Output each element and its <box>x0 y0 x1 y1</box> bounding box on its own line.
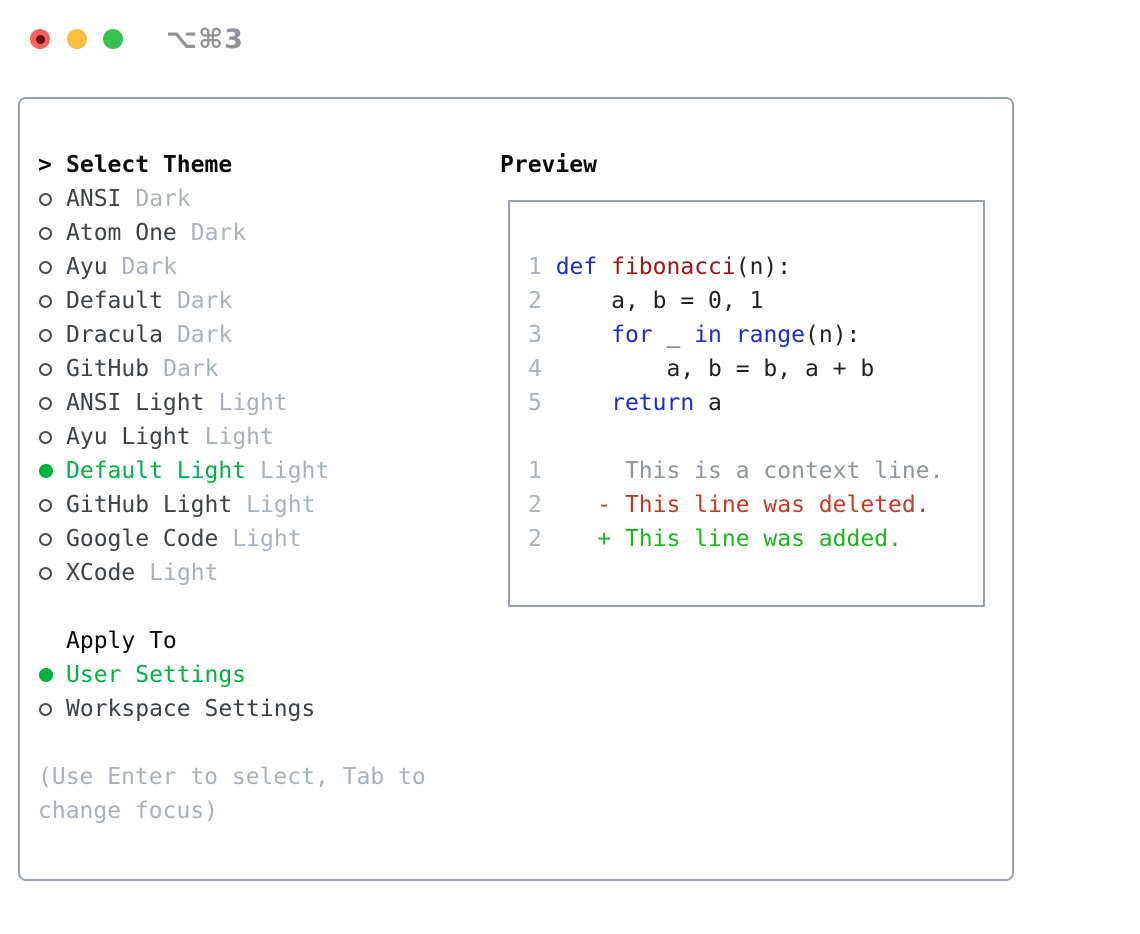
code-line: 5 return a <box>528 390 722 416</box>
option-tag: Light <box>204 424 274 450</box>
theme-option-google-code-light[interactable]: Google Code Light <box>38 522 426 556</box>
code-line: 3 for _ in range(n): <box>528 322 861 348</box>
select-theme-header: > Select Theme <box>38 148 426 182</box>
theme-option-default-light-light[interactable]: Default Light Light <box>38 454 426 488</box>
code-preview-box: 1 def fibonacci(n): 2 a, b = 0, 1 3 for _ … <box>508 200 985 607</box>
code-line: 2 + This line was added. <box>528 526 902 552</box>
radio-icon <box>39 396 52 410</box>
option-tag: Dark <box>121 254 177 280</box>
radio-icon <box>39 192 52 206</box>
code-line: 1 def fibonacci(n): <box>528 254 792 280</box>
option-tag: Light <box>149 560 219 586</box>
apply-option-user-settings[interactable]: User Settings <box>38 658 426 692</box>
preview-column: Preview 1 def fibonacci(n): 2 a, b = 0, 1… <box>500 148 985 607</box>
option-label: GitHub <box>66 356 150 382</box>
radio-icon <box>39 566 52 580</box>
option-label: GitHub Light <box>66 492 233 518</box>
minimize-button[interactable] <box>67 29 87 49</box>
option-tag: Dark <box>190 220 247 246</box>
radio-selected-icon <box>39 464 53 478</box>
preview-title: Preview <box>500 152 597 178</box>
radio-icon <box>39 532 52 546</box>
theme-option-github-dark[interactable]: GitHub Dark <box>38 352 426 386</box>
theme-option-xcode-light[interactable]: XCode Light <box>38 556 426 590</box>
keyboard-shortcut-label: ⌥⌘3 <box>166 24 244 55</box>
option-label: Google Code <box>66 526 219 552</box>
radio-icon <box>39 362 52 376</box>
code-line: 2 a, b = 0, 1 <box>528 288 764 314</box>
theme-option-atom-one-dark[interactable]: Atom One Dark <box>38 216 426 250</box>
close-button[interactable] <box>30 29 50 49</box>
focus-caret-icon: > <box>38 152 52 178</box>
theme-option-dracula-dark[interactable]: Dracula Dark <box>38 318 426 352</box>
titlebar: ⌥⌘3 <box>0 0 1140 78</box>
theme-option-default-dark[interactable]: Default Dark <box>38 284 426 318</box>
option-tag: Dark <box>176 322 233 348</box>
code-line: 4 a, b = b, a + b <box>528 356 875 382</box>
help-text-line-2: change focus) <box>38 798 219 824</box>
option-tag: Dark <box>163 356 219 382</box>
option-tag: Light <box>260 458 330 484</box>
option-label: Ayu <box>66 254 108 280</box>
radio-icon <box>39 260 52 274</box>
option-label: ANSI Light <box>66 390 205 416</box>
option-label: User Settings <box>66 662 247 688</box>
option-tag: Light <box>218 390 288 416</box>
option-label: Ayu Light <box>66 424 191 450</box>
radio-icon <box>39 430 52 444</box>
theme-option-ansi-light-light[interactable]: ANSI Light Light <box>38 386 426 420</box>
option-tag: Dark <box>135 186 191 212</box>
apply-to-title: Apply To <box>66 628 177 654</box>
option-tag: Light <box>232 526 302 552</box>
apply-to-header: Apply To <box>38 624 426 658</box>
apply-option-workspace-settings[interactable]: Workspace Settings <box>38 692 426 726</box>
option-label: Dracula <box>66 322 163 348</box>
code-line: 1 This is a context line. <box>528 458 944 484</box>
spacer <box>38 590 426 624</box>
help-text-line-1: (Use Enter to select, Tab to <box>38 764 426 790</box>
option-label: ANSI <box>66 186 122 212</box>
radio-icon <box>39 226 52 240</box>
blank-line <box>528 420 983 454</box>
zoom-button[interactable] <box>103 29 123 49</box>
radio-icon <box>39 328 52 342</box>
theme-option-github-light-light[interactable]: GitHub Light Light <box>38 488 426 522</box>
select-theme-title: Select Theme <box>66 152 233 178</box>
code-line: 2 - This line was deleted. <box>528 492 930 518</box>
option-label: Workspace Settings <box>66 696 316 722</box>
option-tag: Dark <box>176 288 233 314</box>
theme-option-ayu-dark[interactable]: Ayu Dark <box>38 250 426 284</box>
option-tag: Light <box>246 492 316 518</box>
spacer <box>38 726 426 760</box>
option-label: XCode <box>66 560 136 586</box>
radio-icon <box>39 702 52 716</box>
radio-icon <box>39 294 52 308</box>
radio-selected-icon <box>39 668 53 682</box>
option-label: Default <box>66 288 163 314</box>
theme-option-ansi-dark[interactable]: ANSI Dark <box>38 182 426 216</box>
radio-icon <box>39 498 52 512</box>
option-label: Default Light <box>66 458 247 484</box>
theme-option-ayu-light-light[interactable]: Ayu Light Light <box>38 420 426 454</box>
option-label: Atom One <box>66 220 177 246</box>
blank-line <box>528 216 983 250</box>
